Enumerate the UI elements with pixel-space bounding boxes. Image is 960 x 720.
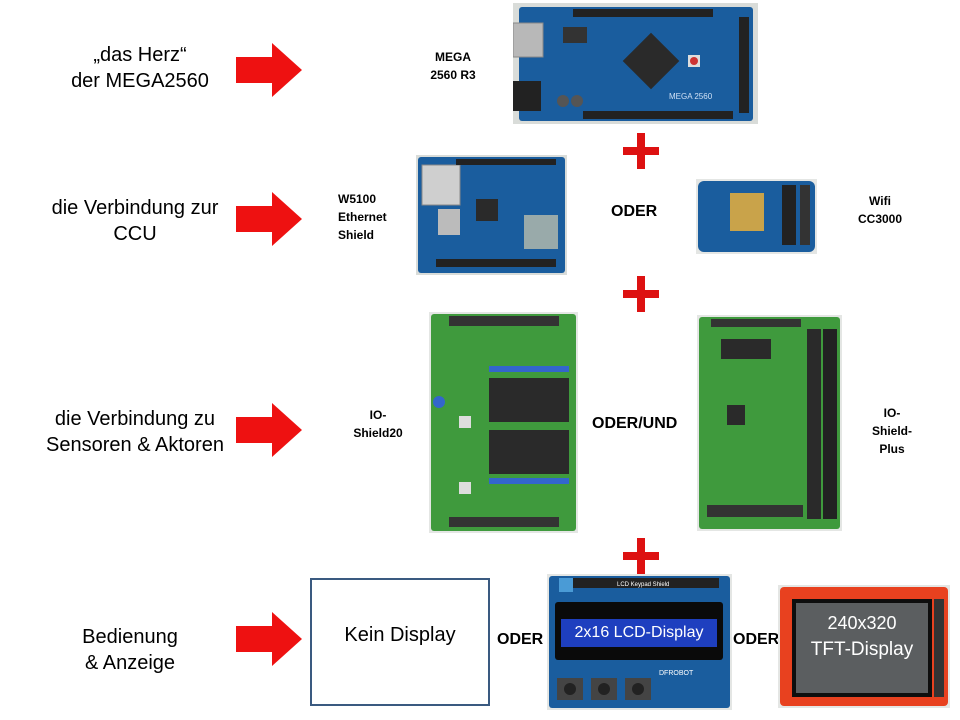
connector-oder-und: ODER/UND	[592, 415, 678, 432]
arrow-right-icon	[236, 612, 302, 666]
lcd-display-label: 2x16 LCD-Display	[574, 624, 704, 641]
no-display-box: Kein Display	[310, 578, 490, 706]
caption-io-shield-plus: IO- Shield- Plus	[871, 406, 912, 456]
tft-display-shield-image: 240x320 TFT-Display	[778, 585, 950, 708]
pcb-label: LCD Keypad Shield	[617, 582, 669, 588]
tft-display-label-line1: 240x320	[827, 613, 897, 633]
lcd-keypad-shield-image: LCD Keypad Shield DFROBOT 2x16 LCD-Displ…	[547, 574, 732, 710]
w5100-ethernet-shield-image	[416, 155, 567, 275]
plus-icon	[623, 133, 659, 169]
io-shield20-image	[429, 312, 578, 533]
arrow-right-icon	[236, 403, 302, 457]
caption-wifi: Wifi CC3000	[857, 194, 903, 226]
plus-icon	[623, 538, 659, 574]
caption-w5100: W5100 Ethernet Shield	[338, 192, 387, 242]
wifi-cc3000-image	[696, 179, 817, 254]
arrow-right-icon	[236, 192, 302, 246]
pcb-label: DFROBOT	[659, 670, 694, 677]
row-label-sensoren: die Verbindung zu Sensoren & Aktoren	[46, 408, 224, 456]
connector-oder-ccu: ODER	[611, 203, 658, 220]
connector-oder-display-2: ODER	[733, 631, 780, 648]
connector-oder-display-1: ODER	[497, 631, 544, 648]
tft-display-label-line2: TFT-Display	[810, 639, 914, 660]
row-label-ccu: die Verbindung zur CCU	[51, 197, 219, 245]
caption-mega: MEGA 2560 R3	[430, 50, 476, 82]
row-label-bedienung: Bedienung & Anzeige	[82, 626, 178, 674]
caption-io-shield20: IO- Shield20	[353, 408, 403, 440]
pcb-label: MEGA 2560	[669, 92, 713, 101]
mega2560-board-image: MEGA 2560	[513, 3, 758, 124]
arrow-right-icon	[236, 43, 302, 97]
row-label-herz: „das Herz“ der MEGA2560	[71, 44, 209, 92]
no-display-label: Kein Display	[344, 624, 456, 646]
plus-icon	[623, 276, 659, 312]
io-shield-plus-image	[697, 315, 842, 531]
